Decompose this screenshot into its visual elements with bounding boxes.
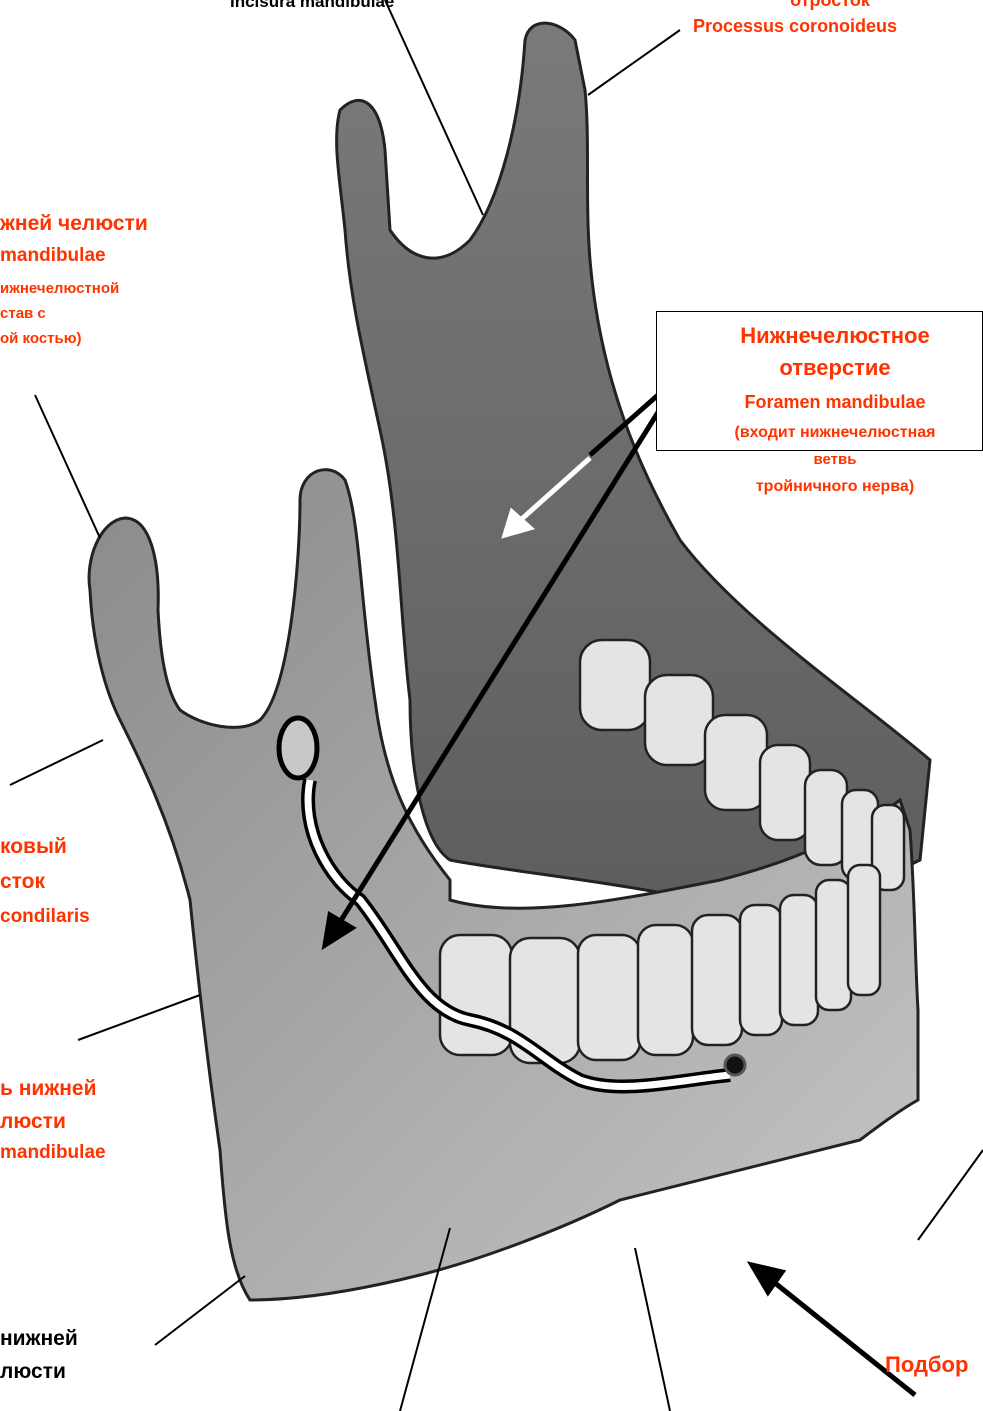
label-incisura: Incisura mandibulae xyxy=(230,0,394,12)
label-condyl-ru2: сток xyxy=(0,870,45,894)
label-foramen-note1: (входит нижнечелюстная xyxy=(700,424,970,442)
label-ramus-lat: mandibulae xyxy=(0,1142,106,1164)
label-mental-ru: Подбор xyxy=(885,1352,968,1377)
label-coronoid-lat: Processus coronoideus xyxy=(693,16,897,37)
label-ramus-ru2: люсти xyxy=(0,1110,66,1134)
label-angle-ru2: люсти xyxy=(0,1360,66,1384)
label-caput-note1: ижнечелюстной xyxy=(0,280,119,297)
label-condyl-ru1: ковый xyxy=(0,835,67,859)
label-caput-lat: mandibulae xyxy=(0,245,106,267)
label-condyl-lat: condilaris xyxy=(0,906,90,928)
label-caput-ru: жней челюсти xyxy=(0,212,148,236)
label-foramen-note2: ветвь xyxy=(700,451,970,468)
foramen-circle xyxy=(279,718,317,778)
label-angle-ru1: нижней xyxy=(0,1327,78,1351)
label-foramen-lat: Foramen mandibulae xyxy=(700,392,970,413)
label-foramen-ru1: Нижнечелюстное xyxy=(700,323,970,348)
label-coronoid-ru: отросток xyxy=(745,0,915,11)
label-foramen-note3: тройничного нерва) xyxy=(700,478,970,496)
mental-foramen xyxy=(725,1055,745,1075)
label-caput-note3: ой костью) xyxy=(0,330,82,347)
label-caput-note2: став с xyxy=(0,305,46,322)
label-foramen-ru2: отверстие xyxy=(700,355,970,380)
label-ramus-ru1: ь нижней xyxy=(0,1077,97,1101)
